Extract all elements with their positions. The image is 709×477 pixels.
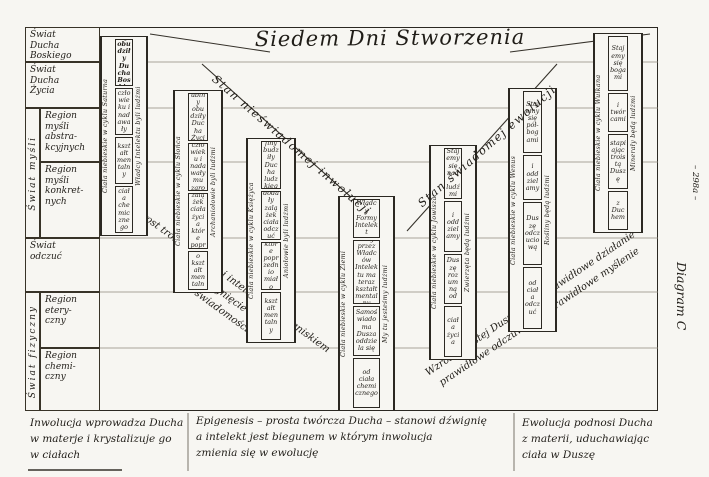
side-group-label: Świat myśli — [27, 135, 38, 211]
row-label: Region myśli konkret- nych — [45, 165, 84, 207]
period-vulcan-cycle-label: Ciała niebieskie w cyklu Wulkana — [594, 34, 606, 232]
period-venus-box-4: od ciała odczuć — [523, 266, 542, 329]
period-venus-box-3: Duszę odczuciową — [523, 202, 542, 265]
row-label: Region myśli abstra- kcyjnych — [45, 111, 86, 153]
row-swiat-odczuc: Świat odczuć — [25, 238, 100, 292]
page-number-marker: – 298a – — [690, 165, 700, 201]
period-moon-cycle-label: Ciała niebieskie w cyklu Księżyca — [247, 139, 259, 342]
period-moon-column: Ciała niebieskie w cyklu Księżyca Serafi… — [246, 138, 296, 343]
row-label: Świat odczuć — [30, 241, 62, 262]
period-moon-box-1: Serafiny budziły Ducha ludzkiego — [261, 141, 281, 190]
period-venus-box-2: i oddzielamy — [523, 155, 542, 201]
period-moon-box-2: dodały zalążek ciała odczuć — [261, 191, 281, 240]
row-region-mysli-abstrakcyjnych: Region myśli abstra- kcyjnych — [40, 108, 100, 162]
period-sun-box-1: Cherubiny obudziły Ducha Życia — [188, 93, 208, 141]
period-vulcan-beings-label: Minerały będą ludźmi — [630, 34, 642, 232]
period-sun-box-4: miało kształt mentalny — [188, 251, 208, 290]
row-label: Świat Ducha Boskiego — [30, 30, 72, 62]
period-venus-beings-label: Rośliny będą ludźmi — [544, 89, 556, 331]
period-vulcan-box-1: Stajemy się bogami — [608, 36, 628, 91]
period-saturn-box-1: Trony obudziły Ducha Boskiego — [115, 39, 133, 86]
period-sun-cycle-label: Ciała niebieskie w cyklu Słońca — [174, 91, 186, 292]
row-region-chemiczny: Region chemi- czny — [40, 348, 100, 411]
row-label: Region chemi- czny — [45, 351, 77, 383]
side-group-swiat-fizyczny: Świat fizyczny — [25, 292, 40, 411]
period-vulcan-box-3: stapiając troistą Duszę — [608, 134, 628, 189]
period-earth-cycle-label: Ciała niebieskie w cyklu Ziemi — [339, 197, 351, 410]
period-sun-beings-label: Archaniołowie byli ludźmi — [210, 91, 222, 292]
row-swiat-ducha-zycia: Świat Ducha Życia — [25, 62, 100, 108]
period-vulcan-box-4: z Duchem — [608, 190, 628, 230]
period-moon-box-4: kształt mentalny — [261, 291, 281, 340]
side-group-label: Świat fizyczny — [27, 304, 38, 399]
footer-involution-caption: Inwolucja wprowadza Ducha w materje i kr… — [30, 417, 184, 461]
period-saturn-box-3: kształt mentalny — [115, 137, 133, 184]
period-saturn-box-2: w człowieku i nadawały mu — [115, 88, 133, 135]
period-moon-box-3: które poprzednio miało — [261, 241, 281, 290]
period-saturn-box-4: ciała chemicznego — [115, 186, 133, 233]
period-earth-box-4: od ciała chemicznego — [353, 357, 380, 408]
period-jupiter-box-2: i oddzielamy — [444, 200, 462, 252]
period-sun-box-2: w człowieku i nadawały mu zarodek — [188, 142, 208, 191]
row-label: Świat Ducha Życia — [30, 65, 60, 97]
period-saturn-beings-label: Władcy Intelektu byli ludźmi — [135, 37, 147, 235]
page-title: Siedem Dni Stworzenia — [254, 24, 526, 52]
footer-evolution-caption: Ewolucja podnosi Ducha z materii, uducha… — [522, 417, 653, 461]
diagram-letter-label: Diagram C — [674, 262, 689, 331]
period-earth-box-3: Samoświadoma Dusza oddziela się — [353, 305, 380, 356]
period-saturn-column: Ciała niebieskie w cyklu Saturna Trony o… — [100, 36, 148, 236]
period-earth-column: Ciała niebieskie w cyklu Ziemi Władcy Fo… — [338, 196, 395, 411]
period-sun-column: Ciała niebieskie w cyklu Słońca Cherubin… — [173, 90, 223, 293]
period-jupiter-beings-label: Zwierzęta będą ludźmi — [464, 146, 476, 359]
period-moon-beings-label: Aniołowie byli ludźmi — [283, 139, 295, 342]
period-saturn-cycle-label: Ciała niebieskie w cyklu Saturna — [101, 37, 113, 235]
period-earth-beings-label: My tu jesteśmy ludźmi — [382, 197, 394, 410]
row-region-mysli-konkretnych: Region myśli konkret- nych — [40, 162, 100, 238]
period-vulcan-box-2: i twórcami — [608, 92, 628, 132]
row-region-eteryczny: Region etery- czny — [40, 292, 100, 348]
period-jupiter-box-3: Duszę rozumną od — [444, 253, 462, 305]
row-swiat-ducha-boskiego: Świat Ducha Boskiego — [25, 27, 100, 62]
period-jupiter-box-4: ciała życia — [444, 306, 462, 357]
row-label: Region etery- czny — [45, 295, 77, 327]
period-earth-box-2: dany przez Władców Intelektu ma teraz ks… — [353, 239, 380, 304]
period-vulcan-column: Ciała niebieskie w cyklu Wulkana Stajemy… — [593, 33, 643, 233]
period-sun-box-3: dodały zalążek ciała życia które poprzed… — [188, 192, 208, 249]
side-group-swiat-mysli: Świat myśli — [25, 108, 40, 238]
footer-epigenesis-caption: Epigenesis – prosta twórcza Ducha – stan… — [196, 415, 487, 459]
